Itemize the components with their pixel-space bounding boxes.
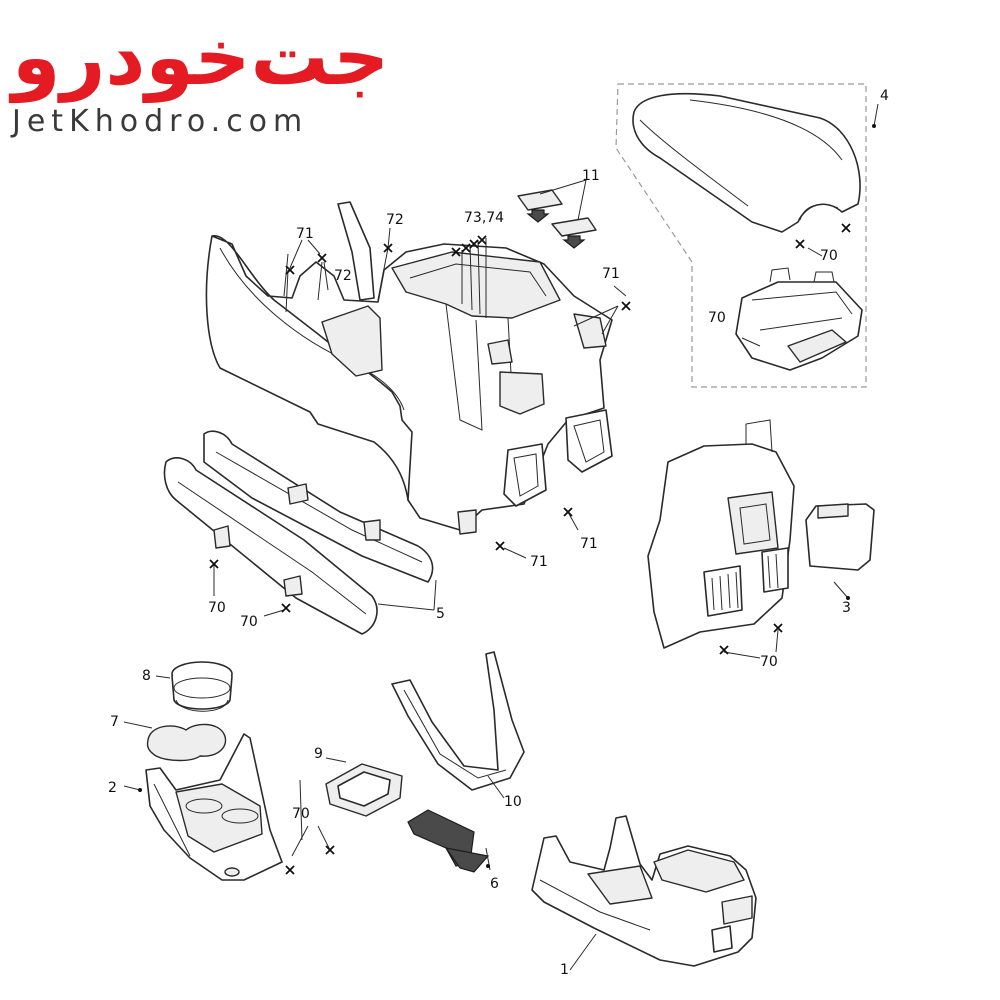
- callout-70-rail-left: 70: [208, 600, 226, 616]
- leader-lines: [123, 103, 879, 971]
- callout-5: 5: [436, 606, 445, 622]
- armrest-hinge-bracket[interactable]: [735, 267, 863, 371]
- console-housing[interactable]: [205, 201, 613, 535]
- fastener-markers: [138, 124, 876, 875]
- callout-71-lower-right: 71: [580, 536, 598, 552]
- rear-tray-lid-part-3[interactable]: [805, 503, 875, 571]
- callout-71-upper: 71: [296, 226, 314, 242]
- callout-72-lower: 72: [334, 268, 352, 284]
- armrest-assembly-frame: [615, 83, 867, 388]
- pad-part-11[interactable]: [517, 189, 597, 249]
- cup-holder-ring-part-8[interactable]: [171, 661, 233, 712]
- callout-6: 6: [490, 876, 499, 892]
- callout-10: 10: [504, 794, 522, 810]
- callout-70-bracket: 70: [708, 310, 726, 326]
- rear-console-panel[interactable]: [647, 419, 795, 649]
- callout-71-right: 71: [602, 266, 620, 282]
- callout-2: 2: [108, 780, 117, 796]
- callout-73-74: 73,74: [464, 210, 504, 226]
- assembled-console-part-1[interactable]: [531, 815, 757, 967]
- callout-7: 7: [110, 714, 119, 730]
- callout-70-rail-right: 70: [240, 614, 258, 630]
- callout-3: 3: [842, 600, 851, 616]
- callout-71-lower-left: 71: [530, 554, 548, 570]
- callout-labels: 4 11 73,74 72 71 72 71 70 70 71 71 70 70…: [108, 88, 889, 978]
- callout-1: 1: [560, 962, 569, 978]
- callout-72-upper: 72: [386, 212, 404, 228]
- callout-70-armrest: 70: [820, 248, 838, 264]
- callout-8: 8: [142, 668, 151, 684]
- callout-4: 4: [880, 88, 889, 104]
- storage-tray-part-6[interactable]: [407, 809, 490, 873]
- cup-holder-mat-part-7[interactable]: [146, 723, 227, 762]
- brand-logo-persian: جت‌خودرو: [12, 13, 391, 103]
- armrest-lid[interactable]: [632, 92, 861, 233]
- callout-11: 11: [582, 168, 600, 184]
- side-trim-part-10[interactable]: [391, 651, 525, 791]
- callout-70-rear-panel: 70: [760, 654, 778, 670]
- cup-holder-housing-part-2[interactable]: [145, 733, 283, 881]
- callout-70-cup-holder: 70: [292, 806, 310, 822]
- callout-9: 9: [314, 746, 323, 762]
- shifter-bezel-part-9[interactable]: [325, 763, 403, 817]
- console-side-rails[interactable]: [163, 430, 434, 635]
- brand-logo-latin: JetKhodro.com: [12, 104, 309, 139]
